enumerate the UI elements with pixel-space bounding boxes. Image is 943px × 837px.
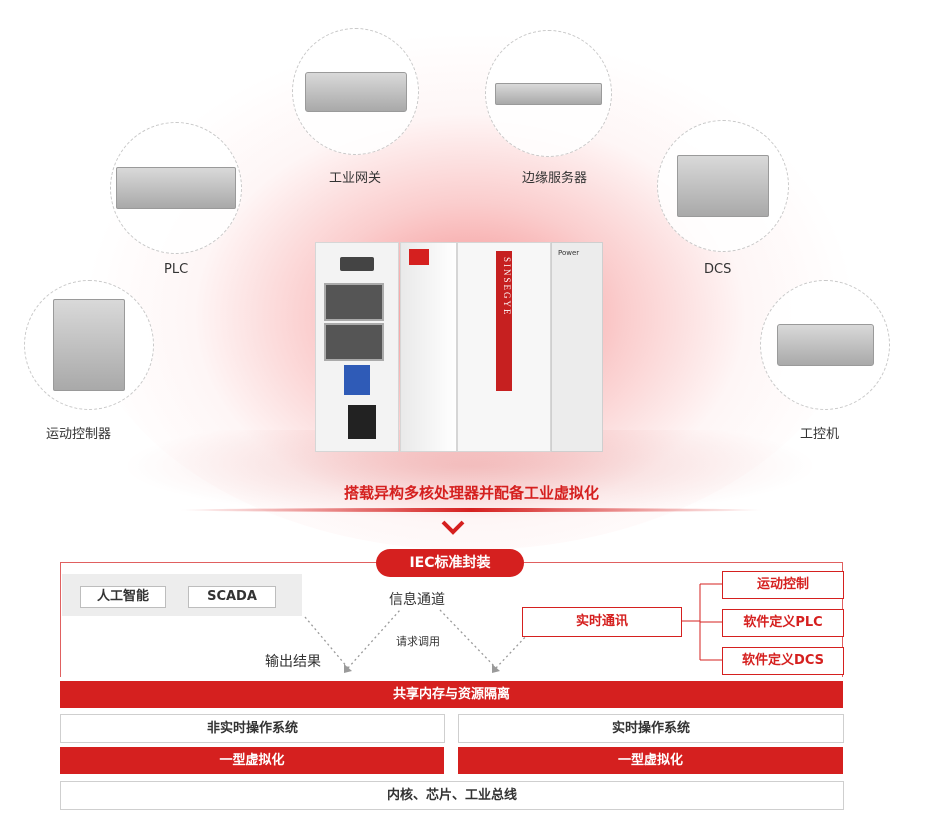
lan34-port — [324, 323, 384, 361]
brand-logo — [409, 249, 429, 265]
plc-label: PLC — [164, 262, 189, 277]
frame-left — [60, 562, 61, 677]
chevron-down-icon — [441, 520, 465, 535]
plc-image — [116, 167, 236, 209]
vent-panel: SINSEGYE — [457, 242, 551, 452]
dcs-image — [677, 155, 769, 217]
plc-circle — [110, 122, 242, 254]
edge-server-circle — [485, 30, 612, 157]
motion-controller-image — [53, 299, 125, 391]
iec-standard-pill: IEC标准封装 — [376, 549, 524, 577]
info-channel-label: 信息通道 — [389, 592, 445, 608]
realtime-os-bar: 实时操作系统 — [458, 714, 844, 743]
gateway-image — [304, 71, 407, 112]
shared-memory-bar: 共享内存与资源隔离 — [60, 681, 843, 708]
output-result-label: 输出结果 — [265, 654, 321, 670]
realtime-comm-box: 实时通讯 — [522, 607, 682, 637]
industrial-pc-label: 工控机 — [800, 427, 840, 442]
type1-virtualization-right: 一型虚拟化 — [458, 747, 843, 774]
power-label: Power — [558, 249, 580, 257]
power-module: Power — [551, 242, 603, 452]
feature-banner: 搭载异构多核处理器并配备工业虚拟化 — [343, 484, 599, 502]
logo-panel — [400, 242, 457, 452]
motion-controller-label: 运动控制器 — [46, 427, 112, 442]
app-scada: SCADA — [188, 586, 276, 608]
dcs-circle — [657, 120, 789, 252]
non-realtime-os-bar: 非实时操作系统 — [60, 714, 445, 743]
app-software-plc: 软件定义PLC — [722, 609, 844, 637]
com-port — [348, 405, 376, 439]
app-software-dcs: 软件定义DCS — [722, 647, 844, 675]
edge-server-label: 边缘服务器 — [522, 171, 588, 186]
lan12-port — [324, 283, 384, 321]
industrial-pc-circle — [760, 280, 890, 410]
app-motion-control: 运动控制 — [722, 571, 844, 599]
app-ai: 人工智能 — [80, 586, 166, 608]
edge-server-image — [495, 82, 602, 105]
usb-port — [344, 365, 370, 395]
motion-controller-circle — [24, 280, 154, 410]
io-panel — [315, 242, 399, 452]
banner-underline — [180, 508, 763, 512]
type1-virtualization-left: 一型虚拟化 — [60, 747, 444, 774]
industrial-gateway-label: 工业网关 — [329, 171, 382, 186]
brand-text: SINSEGYE — [502, 257, 512, 317]
request-call-label: 请求调用 — [396, 635, 440, 648]
kernel-chip-bus-bar: 内核、芯片、工业总线 — [60, 781, 844, 810]
industrial-pc-image — [776, 324, 874, 366]
hdmi-port — [340, 257, 374, 271]
industrial-gateway-circle — [292, 28, 419, 155]
dcs-label: DCS — [704, 262, 732, 277]
brand-strip: SINSEGYE — [496, 251, 512, 391]
product-device: SINSEGYE Power — [315, 242, 603, 452]
